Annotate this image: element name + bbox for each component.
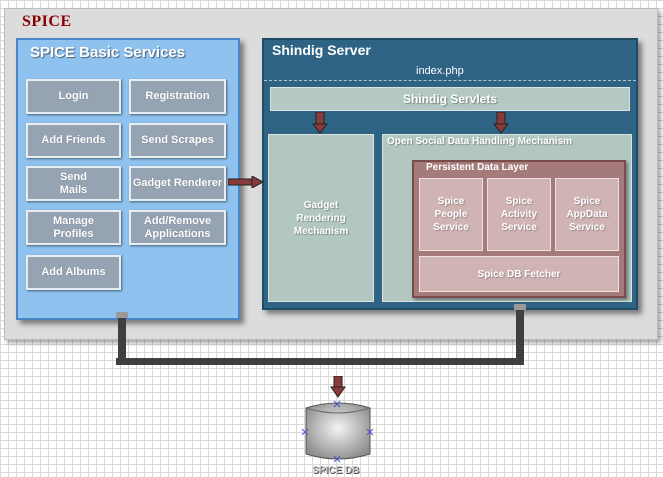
shindig-connector [516, 304, 524, 364]
service-label: Add Albums [41, 266, 106, 278]
service-gadget-renderer: Gadget Renderer [129, 166, 226, 201]
shindig-servlets-box: Shindig Servlets [270, 87, 630, 111]
activity-service-line2: Activity [500, 209, 538, 220]
gadget-renderer-arrow [228, 176, 264, 188]
spice-people-service: Spice People Service [419, 178, 483, 251]
database-icon [301, 400, 374, 463]
gadget-mech-line1: Gadget [303, 199, 339, 211]
service-label: Send Scrapes [141, 134, 214, 146]
gadget-rendering-mechanism: Gadget Rendering Mechanism [268, 134, 374, 302]
appdata-service-line2: AppData [566, 209, 608, 220]
people-service-line3: Service [433, 222, 469, 233]
activity-service-line3: Service [501, 222, 537, 233]
service-send-scrapes: Send Scrapes [129, 123, 226, 158]
basic-connector-cap [116, 312, 128, 318]
spice-title: SPICE [22, 13, 72, 30]
people-service-line2: People [434, 209, 468, 220]
basic-services-connector [118, 312, 126, 364]
service-add-friends: Add Friends [26, 123, 121, 158]
service-registration: Registration [129, 79, 226, 114]
service-label: Login [58, 90, 89, 102]
servlets-to-opensocial-arrow [493, 112, 509, 134]
appdata-service-line3: Service [569, 222, 605, 233]
index-php-divider [264, 80, 636, 81]
database-label: SPICE DB [312, 465, 360, 476]
spice-activity-service: Spice Activity Service [487, 178, 551, 251]
service-label-line1: Add/Remove [143, 214, 212, 227]
activity-service-line1: Spice [505, 196, 533, 207]
database-bus [116, 358, 524, 365]
spice-appdata-service: Spice AppData Service [555, 178, 619, 251]
appdata-service-line1: Spice [573, 196, 601, 207]
gadget-mech-line2: Rendering [296, 212, 346, 224]
shindig-server-title: Shindig Server [272, 42, 371, 58]
service-add-albums: Add Albums [26, 255, 121, 290]
service-label-line2: Applications [144, 227, 211, 240]
service-label: Add Friends [41, 134, 106, 146]
service-label-line1: Send [60, 170, 87, 183]
persistent-data-layer-label: Persistent Data Layer [426, 162, 529, 173]
gadget-mech-line3: Mechanism [293, 225, 349, 237]
basic-services-title: SPICE Basic Services [30, 44, 186, 61]
service-label: Gadget Renderer [132, 177, 223, 189]
service-label-line2: Profiles [53, 227, 94, 240]
shindig-connector-cap [514, 304, 526, 310]
service-label-line2: Mails [59, 183, 88, 196]
servlets-to-gadget-arrow [312, 112, 328, 134]
index-php-label: index.php [416, 65, 464, 77]
service-label: Registration [145, 90, 210, 102]
service-label-line1: Manage [53, 214, 94, 227]
opensocial-data-handling-label: Open Social Data Handling Mechanism [387, 136, 573, 147]
service-login: Login [26, 79, 121, 114]
bus-to-db-arrow [330, 376, 346, 398]
people-service-line1: Spice [437, 196, 465, 207]
spice-db-fetcher: Spice DB Fetcher [419, 256, 619, 292]
